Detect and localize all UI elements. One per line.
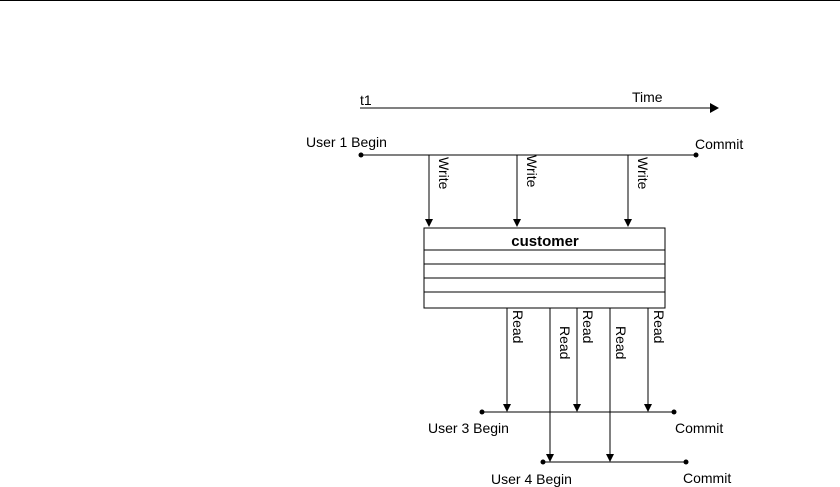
read-arrows: Read Read Read Read Read — [503, 308, 667, 462]
time-axis: t1 Time — [360, 89, 719, 113]
read-label-4: Read — [613, 326, 629, 359]
read-label-2: Read — [557, 326, 573, 359]
write-arrows: Write Write Write — [425, 155, 651, 227]
user1-timeline: User 1 Begin Commit — [306, 134, 743, 158]
user4-commit-label: Commit — [683, 470, 731, 486]
read-label-1: Read — [510, 310, 526, 343]
user3-commit-label: Commit — [675, 420, 723, 436]
user1-commit-dot — [693, 152, 699, 158]
customer-table-title: customer — [511, 233, 579, 250]
user1-begin-label: User 1 Begin — [306, 134, 387, 150]
user4-timeline: User 4 Begin Commit — [491, 459, 731, 487]
user4-begin-dot — [540, 459, 546, 465]
write-label-2: Write — [524, 155, 540, 188]
write-label-3: Write — [635, 157, 651, 190]
read-label-3: Read — [580, 310, 596, 343]
user3-begin-dot — [479, 409, 485, 415]
user4-begin-label: User 4 Begin — [491, 471, 572, 487]
customer-table: customer — [423, 227, 666, 309]
read-label-5: Read — [651, 310, 667, 343]
user3-timeline: User 3 Begin Commit — [428, 409, 723, 436]
user1-begin-dot — [358, 152, 364, 158]
user1-commit-label: Commit — [695, 136, 743, 152]
user3-commit-dot — [671, 409, 677, 415]
time-arrow-head — [710, 103, 719, 113]
time-end-label: Time — [632, 89, 663, 105]
time-start-label: t1 — [360, 92, 372, 108]
user4-commit-dot — [683, 459, 689, 465]
write-label-1: Write — [436, 157, 452, 190]
user3-begin-label: User 3 Begin — [428, 420, 509, 436]
top-rule — [0, 0, 840, 1]
